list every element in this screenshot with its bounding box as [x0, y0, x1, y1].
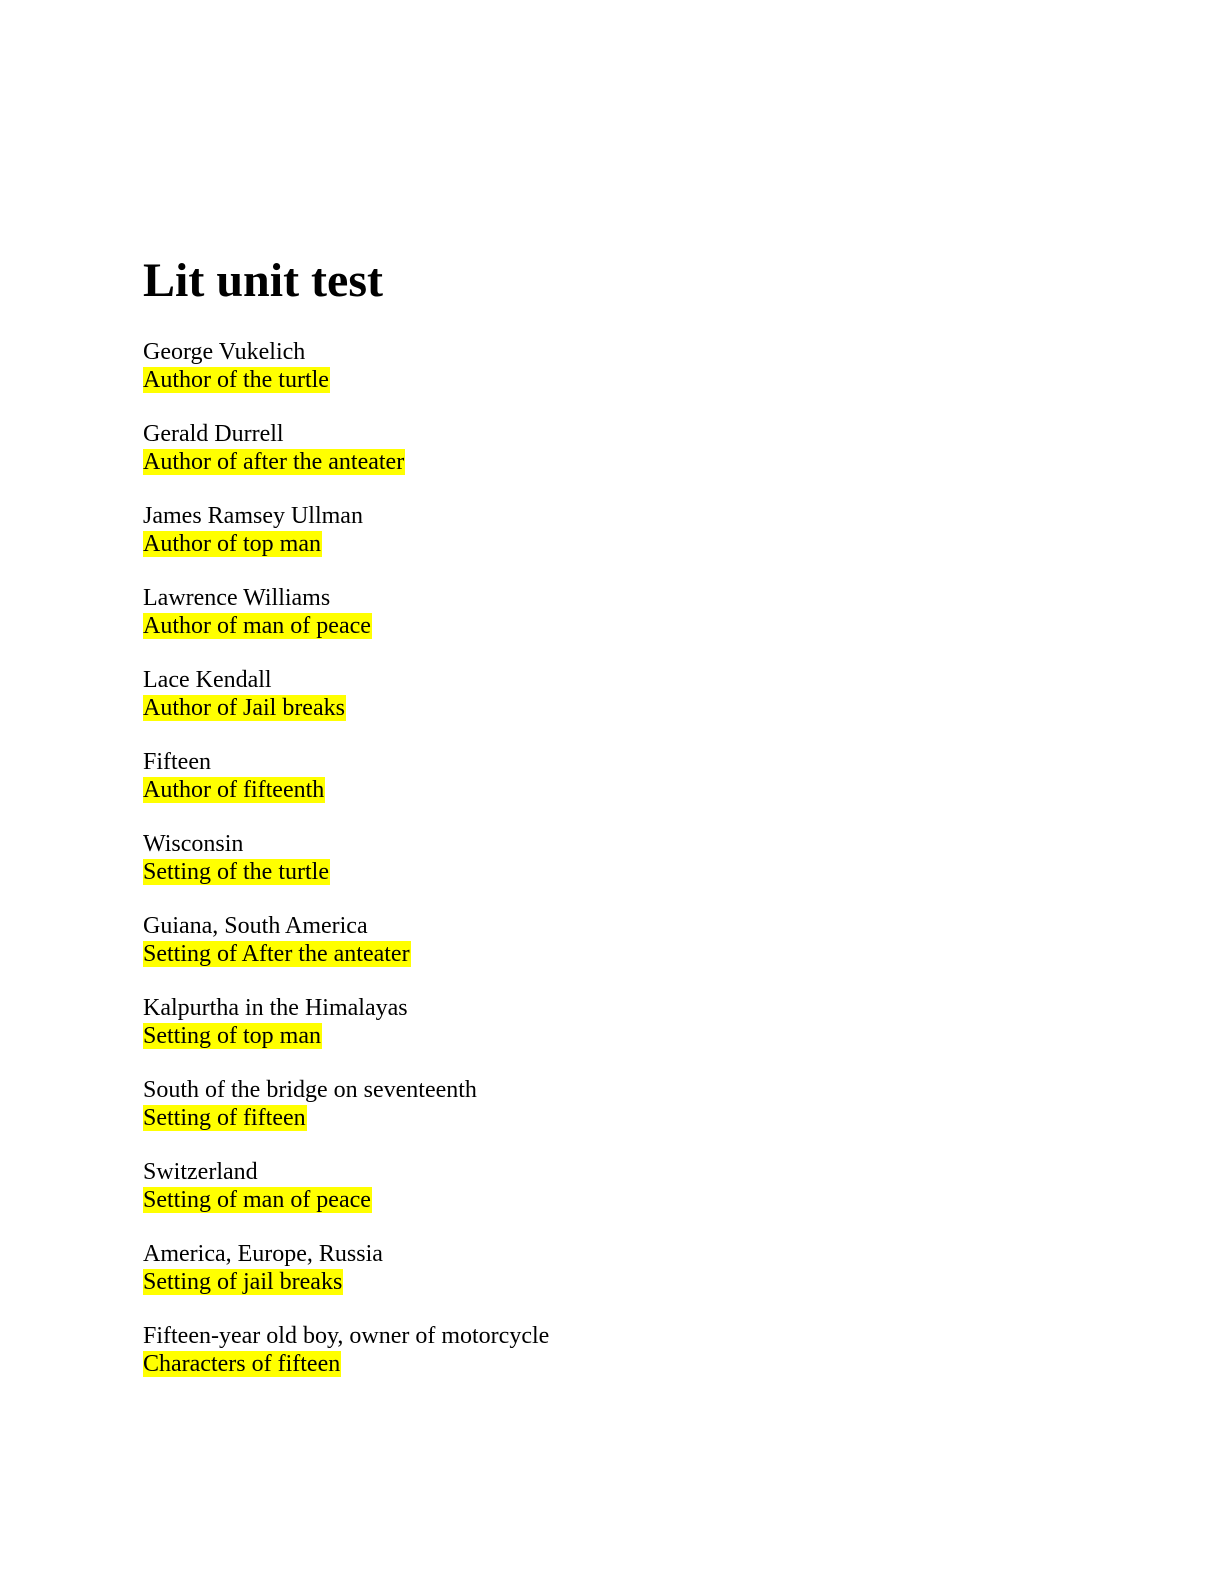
- entry-term: America, Europe, Russia: [143, 1241, 383, 1267]
- entry-item: Lawrence Williams Author of man of peace: [143, 584, 1143, 640]
- entry-term: Switzerland: [143, 1159, 258, 1185]
- highlighted-answer: Setting of After the anteater: [143, 941, 411, 967]
- entry-answer: Author of Jail breaks: [143, 694, 1143, 722]
- highlighted-answer: Author of Jail breaks: [143, 695, 346, 721]
- entry-term: Lace Kendall: [143, 667, 272, 693]
- entry-term: Gerald Durrell: [143, 421, 284, 447]
- entry-answer: Characters of fifteen: [143, 1350, 1143, 1378]
- highlighted-answer: Setting of the turtle: [143, 859, 330, 885]
- entry-item: Switzerland Setting of man of peace: [143, 1158, 1143, 1214]
- highlighted-answer: Author of after the anteater: [143, 449, 406, 475]
- entry-answer: Author of the turtle: [143, 366, 1143, 394]
- entry-item: South of the bridge on seventeenth Setti…: [143, 1076, 1143, 1132]
- highlighted-answer: Setting of man of peace: [143, 1187, 372, 1213]
- entry-item: America, Europe, Russia Setting of jail …: [143, 1240, 1143, 1296]
- entry-answer: Author of after the anteater: [143, 448, 1143, 476]
- highlighted-answer: Setting of fifteen: [143, 1105, 307, 1131]
- entry-term: Fifteen: [143, 749, 211, 775]
- entry-term: Guiana, South America: [143, 913, 368, 939]
- entry-item: Gerald Durrell Author of after the antea…: [143, 420, 1143, 476]
- entry-answer: Author of man of peace: [143, 612, 1143, 640]
- entry-item: Fifteen Author of fifteenth: [143, 748, 1143, 804]
- entry-answer: Author of top man: [143, 530, 1143, 558]
- entry-term: Kalpurtha in the Himalayas: [143, 995, 408, 1021]
- entry-item: George Vukelich Author of the turtle: [143, 338, 1143, 394]
- entry-item: Wisconsin Setting of the turtle: [143, 830, 1143, 886]
- entry-term: South of the bridge on seventeenth: [143, 1077, 477, 1103]
- entry-item: Fifteen-year old boy, owner of motorcycl…: [143, 1322, 1143, 1378]
- highlighted-answer: Characters of fifteen: [143, 1351, 342, 1377]
- entry-answer: Setting of After the anteater: [143, 940, 1143, 968]
- entry-answer: Setting of top man: [143, 1022, 1143, 1050]
- highlighted-answer: Author of the turtle: [143, 367, 330, 393]
- entry-item: Lace Kendall Author of Jail breaks: [143, 666, 1143, 722]
- entry-answer: Author of fifteenth: [143, 776, 1143, 804]
- highlighted-answer: Author of man of peace: [143, 613, 372, 639]
- highlighted-answer: Author of top man: [143, 531, 322, 557]
- entry-item: James Ramsey Ullman Author of top man: [143, 502, 1143, 558]
- entry-answer: Setting of jail breaks: [143, 1268, 1143, 1296]
- entry-list: George Vukelich Author of the turtle Ger…: [143, 338, 1143, 1378]
- entry-term: George Vukelich: [143, 339, 306, 365]
- entry-term: Fifteen-year old boy, owner of motorcycl…: [143, 1323, 550, 1349]
- document-title: Lit unit test: [143, 254, 383, 307]
- entry-term: Lawrence Williams: [143, 585, 331, 611]
- entry-term: James Ramsey Ullman: [143, 503, 363, 529]
- entry-item: Kalpurtha in the Himalayas Setting of to…: [143, 994, 1143, 1050]
- entry-answer: Setting of fifteen: [143, 1104, 1143, 1132]
- entry-answer: Setting of the turtle: [143, 858, 1143, 886]
- document-page: Lit unit test George Vukelich Author of …: [143, 252, 1143, 1404]
- highlighted-answer: Setting of jail breaks: [143, 1269, 344, 1295]
- entry-term: Wisconsin: [143, 831, 244, 857]
- highlighted-answer: Setting of top man: [143, 1023, 322, 1049]
- entry-item: Guiana, South America Setting of After t…: [143, 912, 1143, 968]
- entry-answer: Setting of man of peace: [143, 1186, 1143, 1214]
- highlighted-answer: Author of fifteenth: [143, 777, 326, 803]
